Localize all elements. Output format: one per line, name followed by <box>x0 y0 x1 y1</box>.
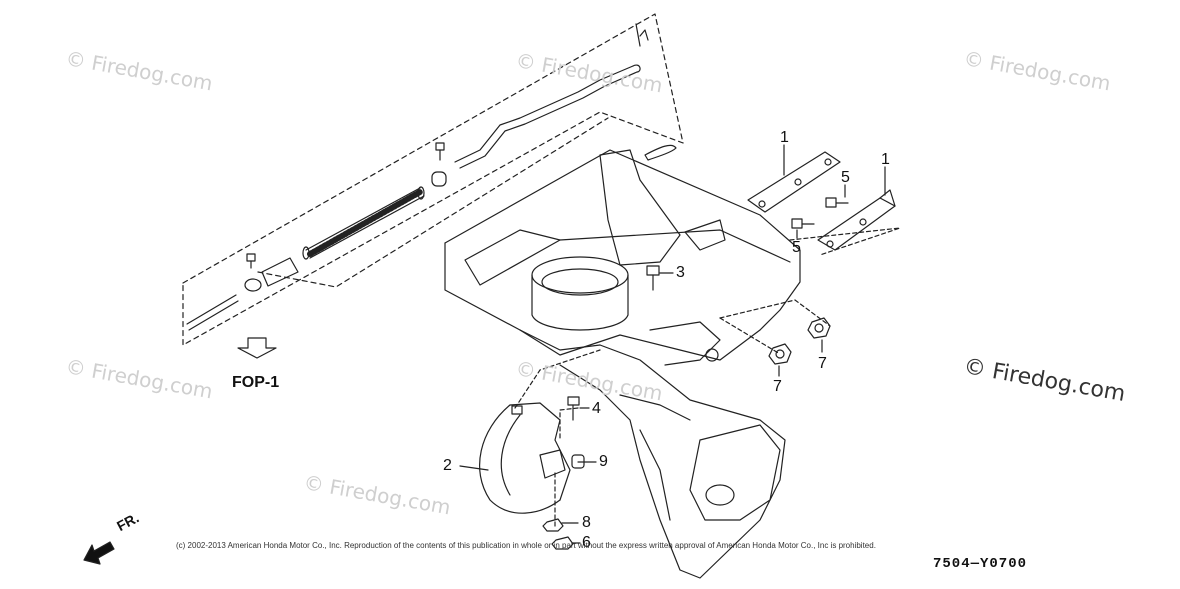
rod-collar <box>186 171 447 331</box>
assembly-lines <box>514 227 901 527</box>
reference-label: FOP-1 <box>232 374 280 391</box>
part-number: 7504—Y0700 <box>933 556 1028 572</box>
flange-bolt <box>567 197 849 421</box>
cotter-pin <box>644 144 677 161</box>
callout-leaders <box>459 144 886 544</box>
callout-6: 6 <box>582 534 591 551</box>
callout-8: 8 <box>582 514 591 531</box>
frame-cup <box>531 256 629 331</box>
copyright-notice: (c) 2002-2013 American Honda Motor Co., … <box>176 541 876 550</box>
callout-7: 7 <box>773 378 782 395</box>
reference-arrow <box>237 337 277 359</box>
callout-9: 9 <box>599 453 608 470</box>
callout-2: 2 <box>443 457 452 474</box>
callout-1: 1 <box>881 151 890 168</box>
flange-nut <box>542 317 831 550</box>
front-arrow <box>83 541 115 565</box>
exploded-group-outline <box>182 13 684 346</box>
small-bolt <box>246 142 445 269</box>
spring <box>302 186 425 260</box>
bracket-plate <box>747 151 896 251</box>
callout-1: 1 <box>780 129 789 146</box>
callout-5: 5 <box>792 239 801 256</box>
callout-3: 3 <box>676 264 685 281</box>
callout-5: 5 <box>841 169 850 186</box>
callout-7: 7 <box>818 355 827 372</box>
frame-body <box>444 149 801 579</box>
guard-part <box>479 402 571 514</box>
callout-4: 4 <box>592 400 601 417</box>
control-rod <box>454 23 649 169</box>
